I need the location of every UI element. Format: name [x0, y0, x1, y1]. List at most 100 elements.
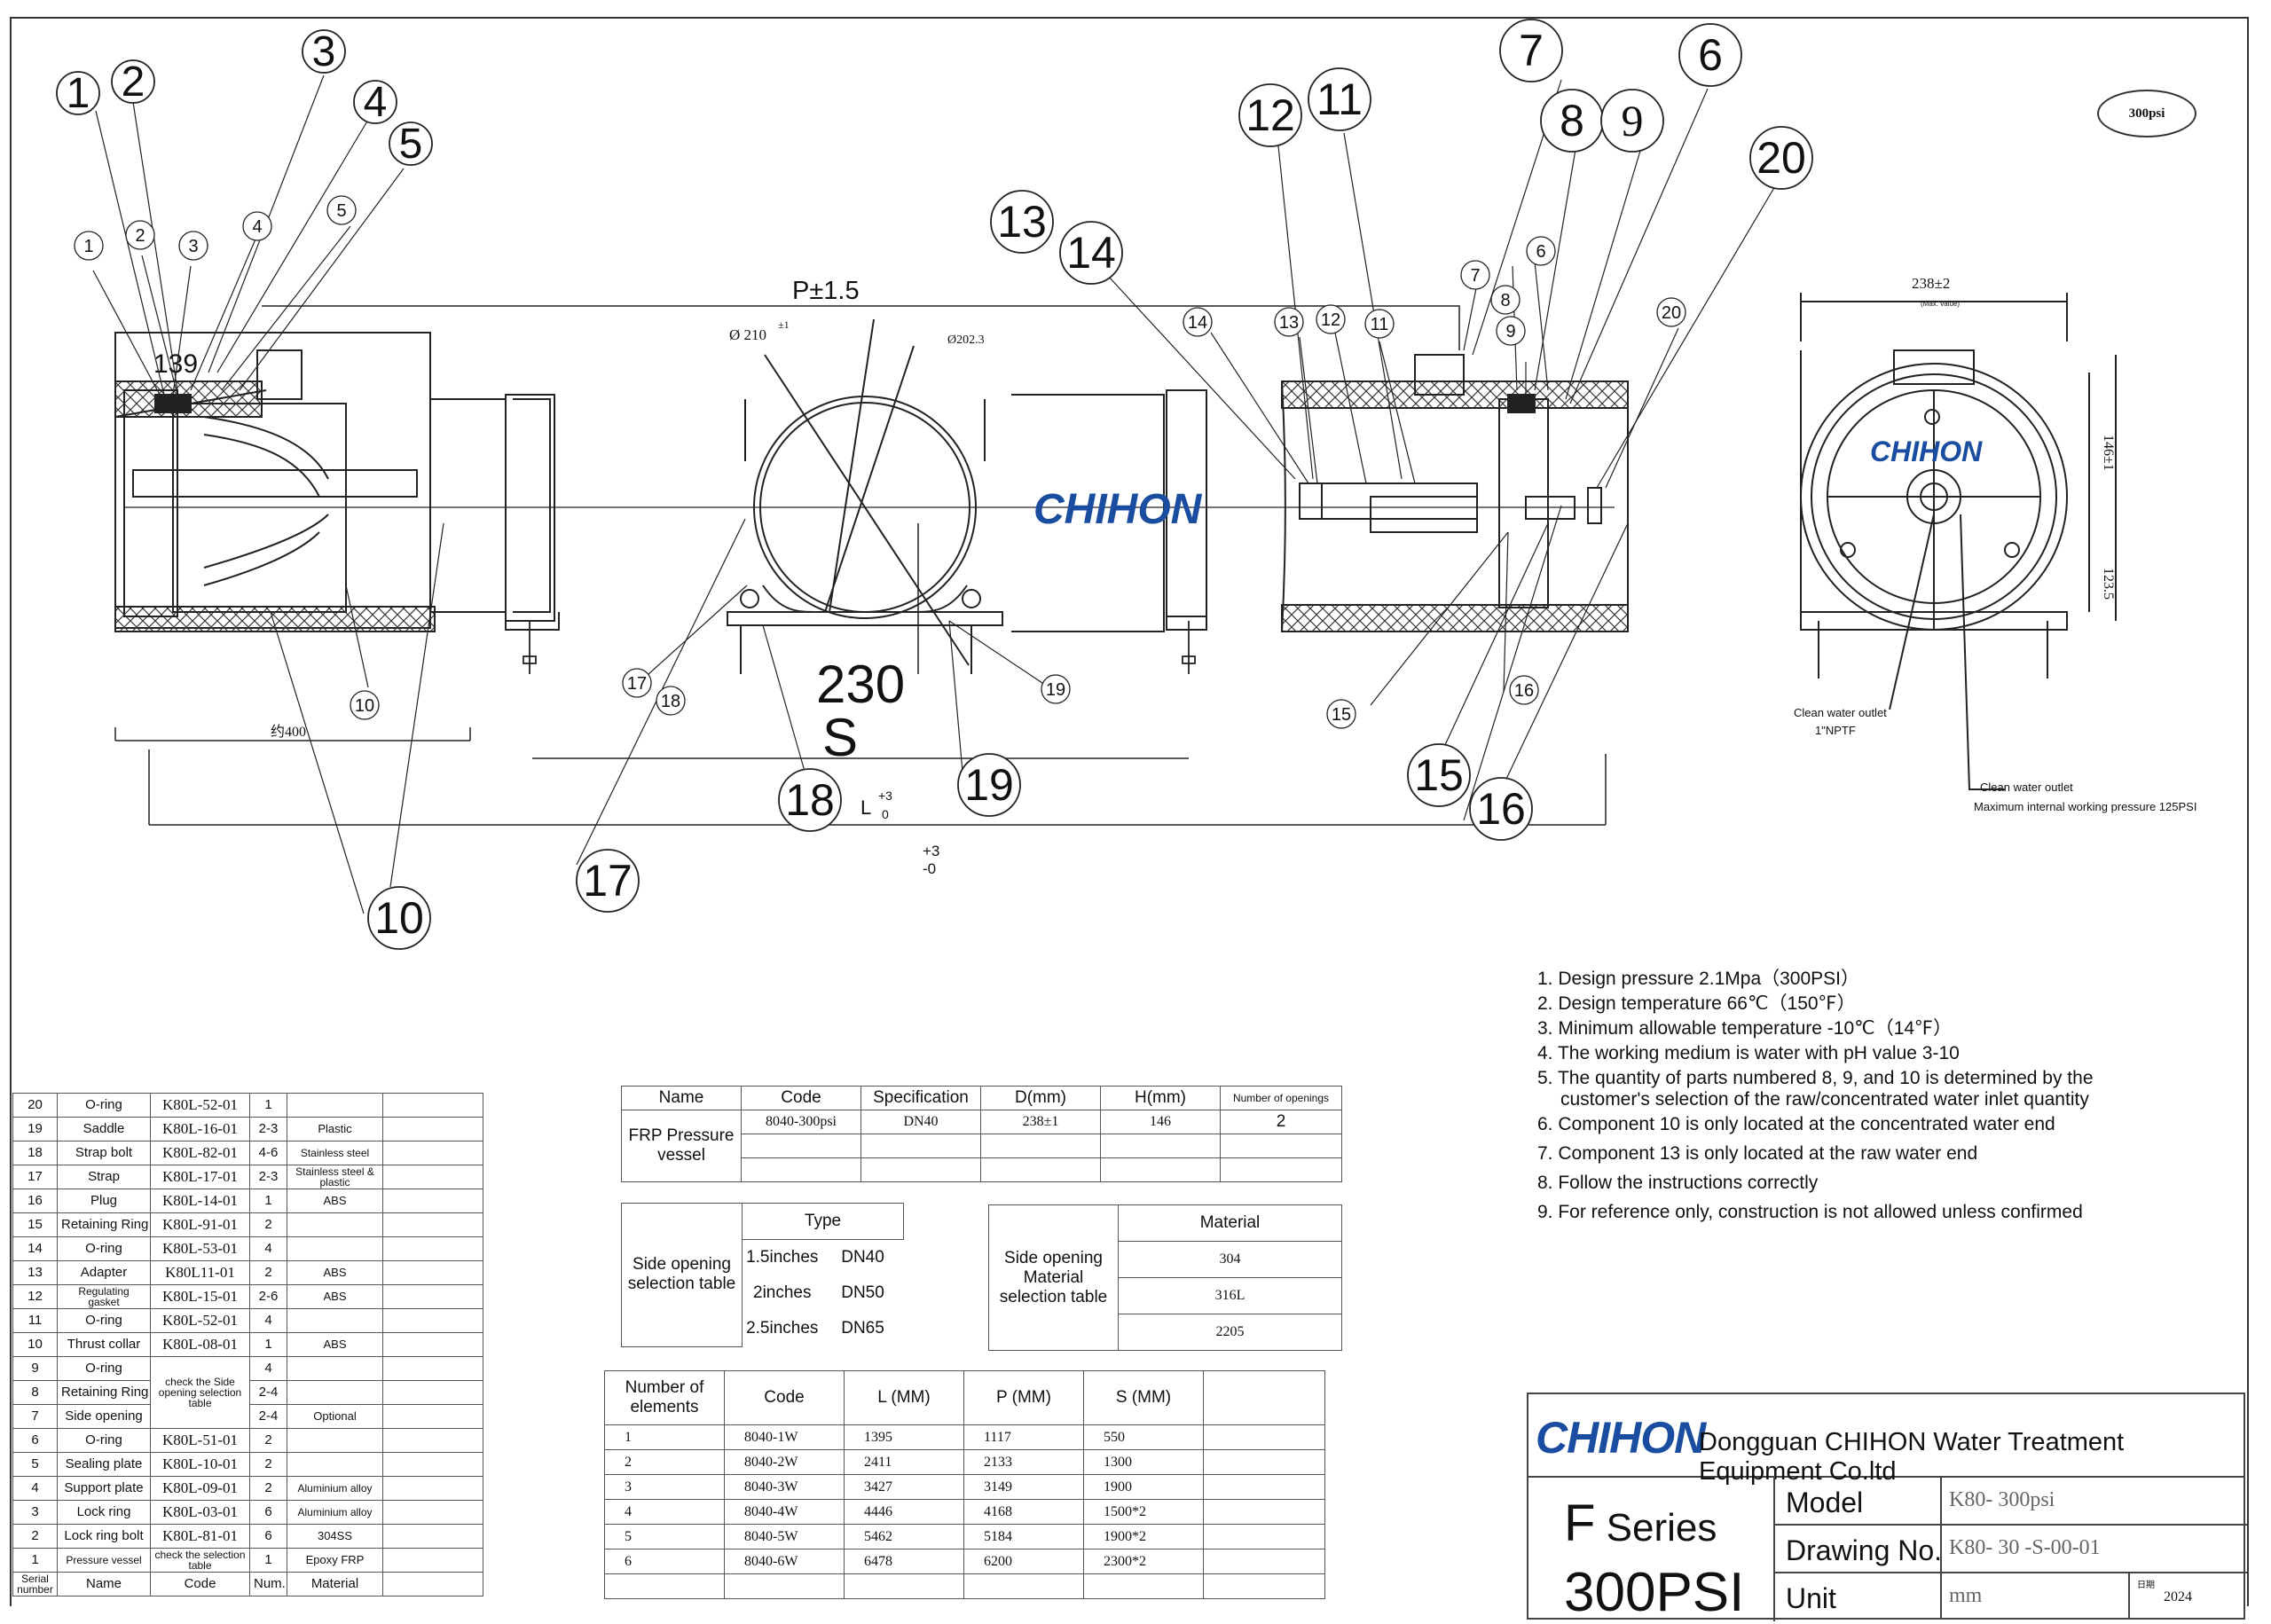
- balloon-11: [1308, 67, 1371, 131]
- part-quantity: 1: [249, 1548, 287, 1573]
- svg-text:5: 5: [399, 121, 423, 168]
- svg-text:5: 5: [336, 201, 346, 221]
- elements-cell: 2411: [844, 1449, 964, 1475]
- balloon-6: [1678, 23, 1742, 87]
- model-row: Model K80- 300psi: [1773, 1476, 2247, 1526]
- part-code: K80L-08-01: [150, 1332, 250, 1357]
- part-number: 7: [12, 1404, 58, 1429]
- part-number: 5: [12, 1452, 58, 1477]
- balloon-13: [990, 190, 1054, 254]
- unit-row: Unit mm 日期 2024: [1773, 1572, 2247, 1620]
- part-code: K80L-53-01: [150, 1236, 250, 1261]
- svg-text:4: 4: [252, 217, 262, 237]
- dim-tol-minus: -0: [923, 860, 936, 877]
- svg-text:19: 19: [964, 760, 1014, 810]
- part-material: ABS: [287, 1260, 383, 1285]
- elements-cell: 1500*2: [1083, 1499, 1204, 1525]
- dim-l: L: [860, 796, 871, 819]
- part-code: K80L-51-01: [150, 1428, 250, 1453]
- part-name: Adapter: [57, 1260, 151, 1285]
- elements-header: [1203, 1370, 1325, 1425]
- side-type-dn: DN50: [841, 1283, 884, 1302]
- balloon-2: [111, 59, 155, 104]
- part-material: ABS: [287, 1284, 383, 1309]
- note-7: 7. Component 13 is only located at the r…: [1537, 1143, 1978, 1164]
- series-label: F Series: [1564, 1495, 1717, 1552]
- balloon-16: [1469, 777, 1533, 841]
- balloon-20: [1749, 126, 1813, 190]
- end-view-height-2: 123.5: [2101, 568, 2116, 600]
- svg-text:15: 15: [1332, 705, 1351, 725]
- elements-cell: 6: [604, 1549, 725, 1574]
- part-quantity: 2: [249, 1260, 287, 1285]
- part-quantity: 1: [249, 1189, 287, 1213]
- balloon-15: [1407, 743, 1471, 807]
- end-view-height-1: 146±1: [2101, 435, 2116, 471]
- spec-header-name: Name: [621, 1086, 742, 1110]
- part-number: 4: [12, 1476, 58, 1501]
- part-name: Pressure vessel: [57, 1548, 151, 1573]
- part-material: Stainless steel & plastic: [287, 1165, 383, 1189]
- part-quantity: 2-4: [249, 1404, 287, 1429]
- svg-text:16: 16: [1514, 681, 1534, 701]
- part-name: Saddle: [57, 1117, 151, 1142]
- dimension-lines: [114, 523, 1607, 826]
- elements-cell-empty: [1203, 1549, 1325, 1574]
- part-name: Lock ring: [57, 1500, 151, 1525]
- spec-header-openings: Number of openings: [1220, 1086, 1342, 1110]
- part-material: Optional: [287, 1404, 383, 1429]
- part-quantity: 2-3: [249, 1165, 287, 1189]
- part-quantity: 4: [249, 1308, 287, 1333]
- part-number: 16: [12, 1189, 58, 1213]
- balloon-17: [576, 849, 640, 913]
- elements-cell-empty: [1203, 1524, 1325, 1549]
- side-type-header: Type: [741, 1203, 905, 1240]
- part-quantity: 2-6: [249, 1284, 287, 1309]
- balloon-labels-small: 1 2 3 4 5 7 6 8 9 20 14 13 12 11 17 18 1…: [83, 201, 1681, 725]
- svg-text:10: 10: [374, 893, 424, 943]
- part-material: [287, 1093, 383, 1118]
- part-number: 8: [12, 1380, 58, 1405]
- balloon-12: [1238, 83, 1302, 147]
- part-extra: [382, 1428, 483, 1453]
- side-type-dn: DN40: [841, 1248, 884, 1267]
- part-number: 15: [12, 1212, 58, 1237]
- note-1: 1. Design pressure 2.1Mpa（300PSI）: [1537, 969, 1860, 989]
- balloon-7: [1499, 19, 1563, 82]
- balloon-4: [353, 80, 397, 124]
- spec-d: 238±1: [980, 1110, 1101, 1134]
- elements-cell: 3: [604, 1474, 725, 1500]
- spec-code: 8040-300psi: [741, 1110, 861, 1134]
- svg-text:20: 20: [1756, 133, 1806, 183]
- part-material: [287, 1212, 383, 1237]
- elements-header: P (MM): [963, 1370, 1084, 1425]
- part-extra: [382, 1404, 483, 1429]
- parts-header-num: Num.: [249, 1572, 287, 1597]
- parts-header-extra: [382, 1572, 483, 1597]
- part-code: K80L-10-01: [150, 1452, 250, 1477]
- part-quantity: 2-3: [249, 1117, 287, 1142]
- part-name: Strap bolt: [57, 1141, 151, 1165]
- part-code: K80L-09-01: [150, 1476, 250, 1501]
- balloon-1: [56, 71, 100, 115]
- part-material: Stainless steel: [287, 1141, 383, 1165]
- part-name: Regulating gasket: [57, 1284, 151, 1309]
- part-material: [287, 1452, 383, 1477]
- spec-specification: DN40: [860, 1110, 981, 1134]
- svg-text:8: 8: [1500, 291, 1510, 310]
- svg-text:4: 4: [364, 79, 388, 126]
- balloon-labels-large: 1 2 3 4 5 7 6 8 9 20 12 11 13 14 10 17 1…: [67, 26, 1806, 943]
- dim-inner-diameter: Ø202.3: [947, 333, 985, 347]
- part-code: check the selection table: [150, 1548, 250, 1573]
- elements-cell: 5462: [844, 1524, 964, 1549]
- note-5-cont: customer's selection of the raw/concentr…: [1560, 1089, 2089, 1110]
- elements-cell: 8040-1W: [724, 1424, 845, 1450]
- part-name: O-ring: [57, 1308, 151, 1333]
